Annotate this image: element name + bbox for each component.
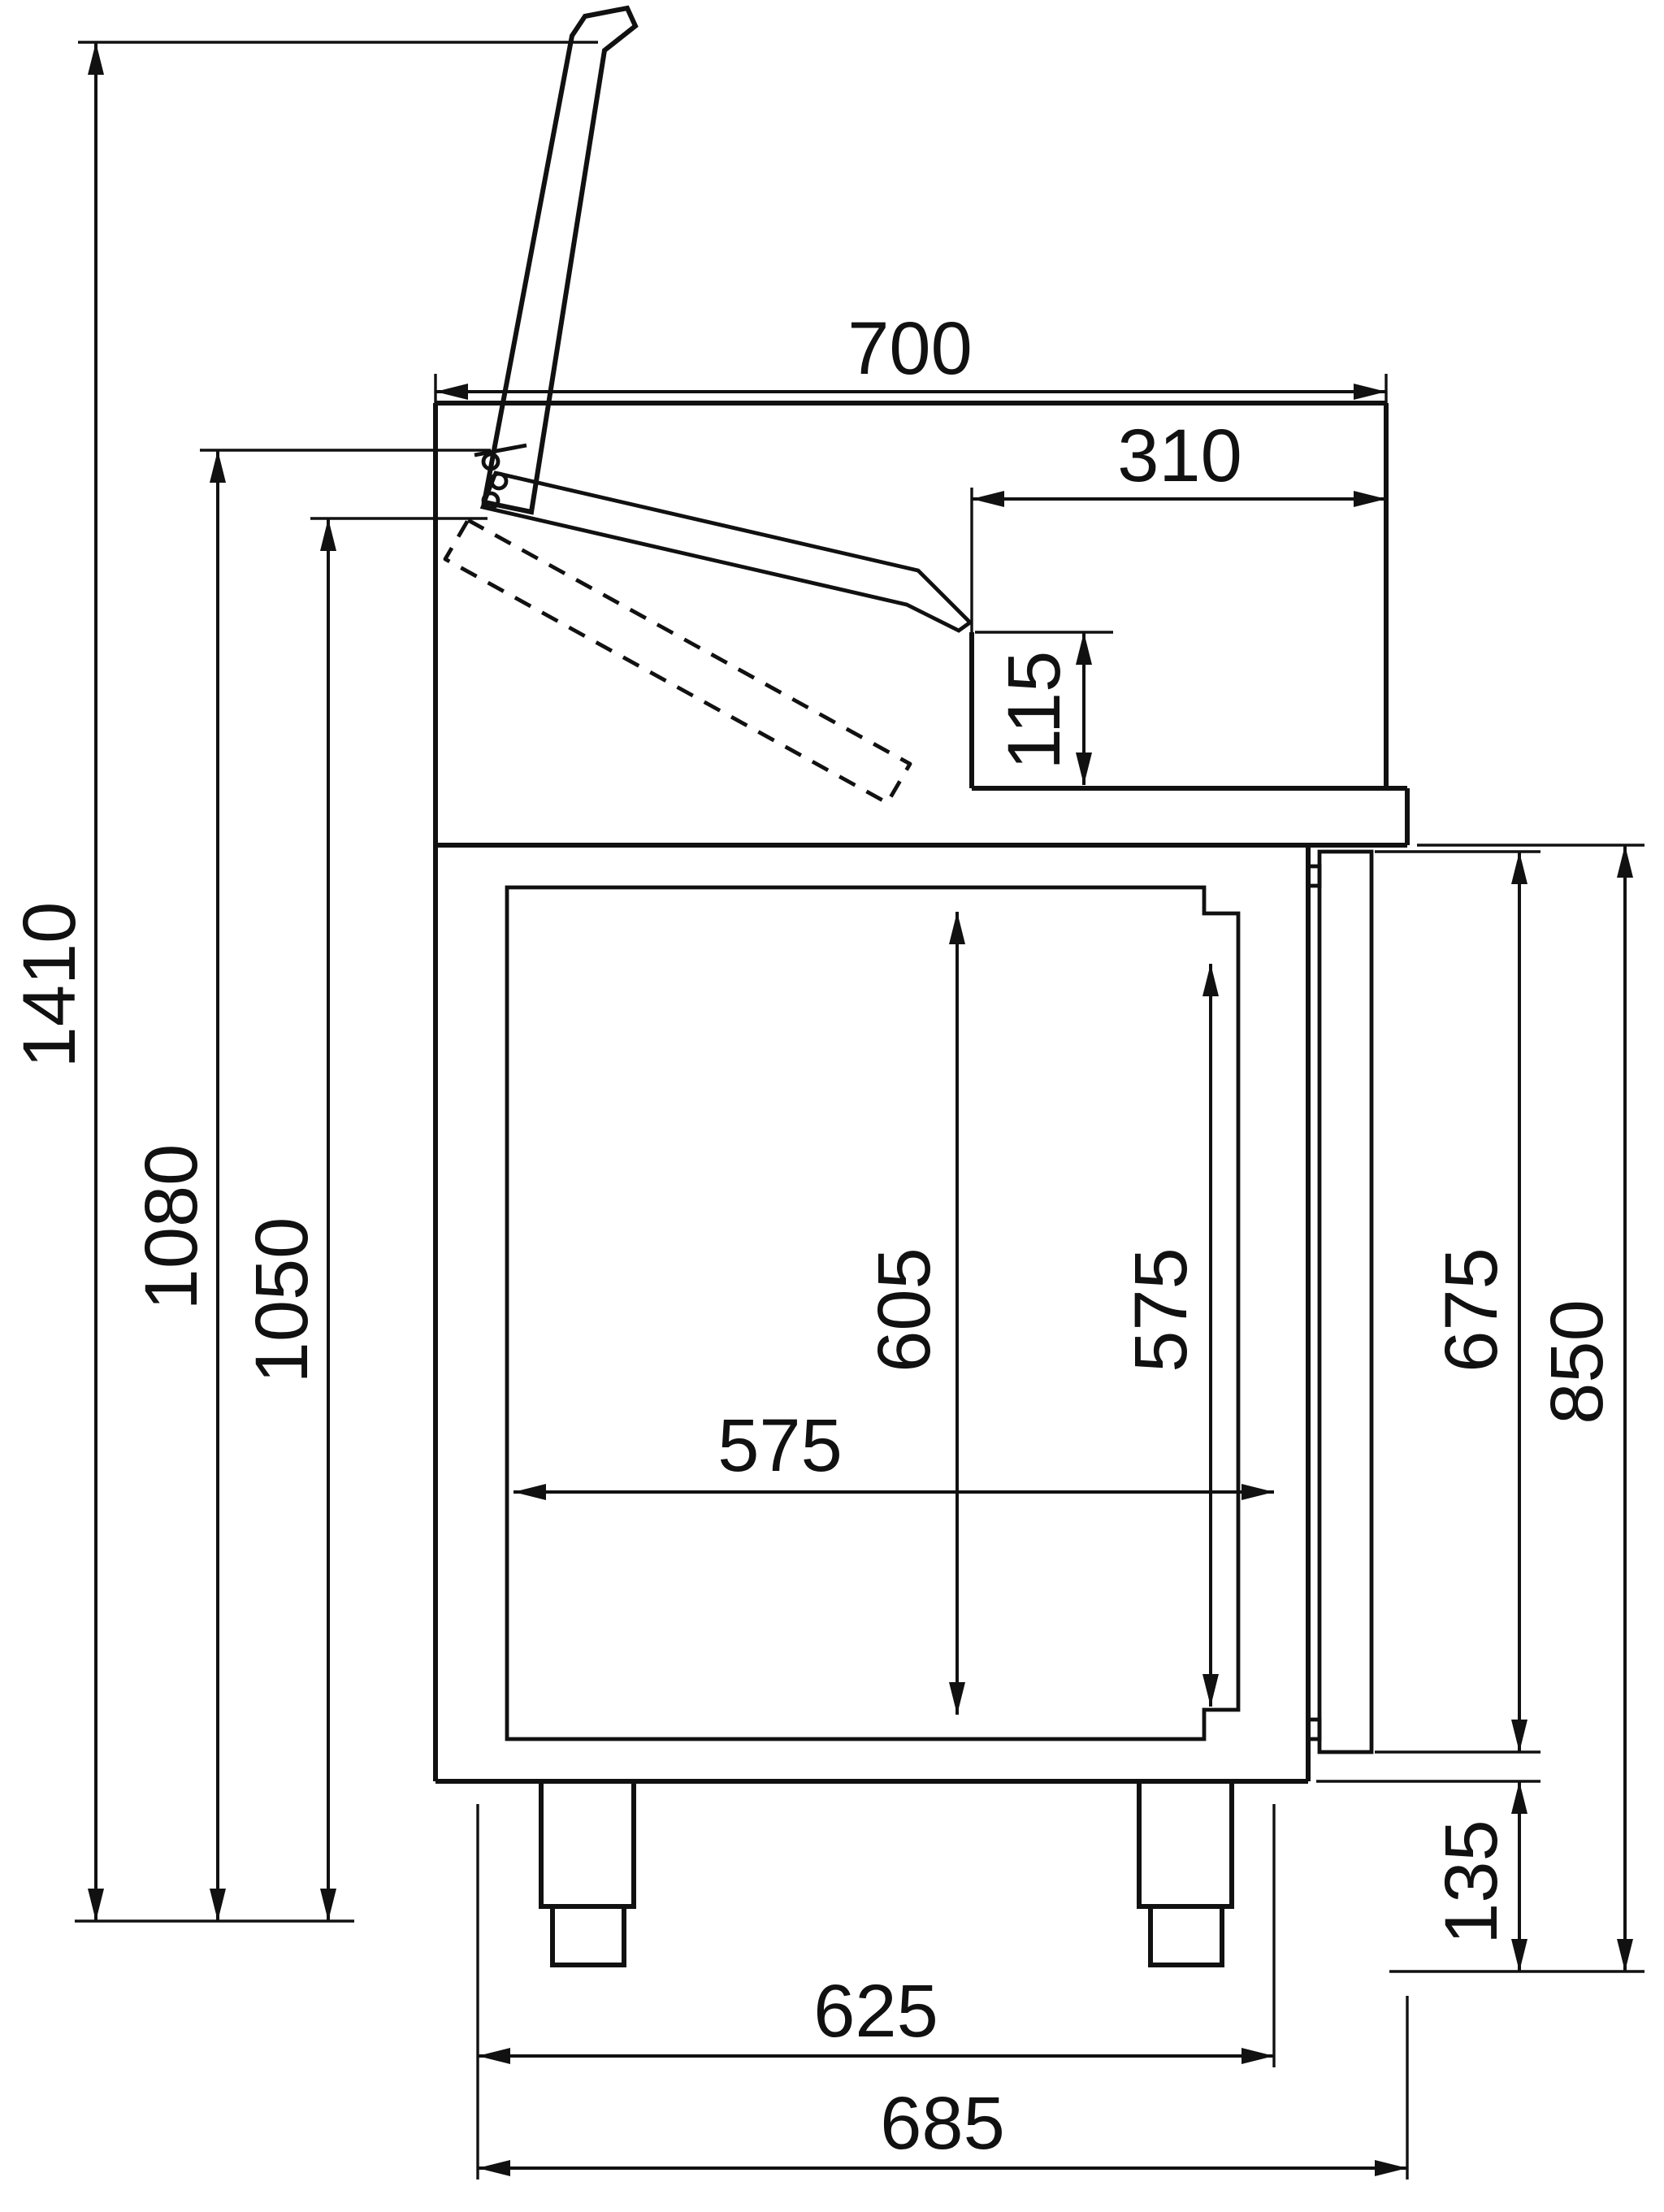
dimension-label: 1080 [130,1144,213,1311]
dimension-575-horizontal: 575 [514,1404,1274,1500]
lid-open-outline [481,5,639,515]
lid-closed-dashed [443,518,912,805]
lid-half-open [479,471,973,633]
dimension-625: 625 [476,1804,1276,2179]
hinge-screw-icon [489,471,509,491]
dimension-label: 115 [993,651,1076,770]
dimension-label: 675 [1430,1247,1513,1373]
rear-panel [1306,849,1374,1754]
dimension-115: 115 [975,631,1113,785]
hinge-detail [474,443,527,510]
dimension-1410: 1410 [8,41,598,1923]
dimension-135: 135 [1316,1780,1540,1971]
rear-panel-top-hinge [1306,864,1322,888]
dimension-label: 625 [813,1970,938,2053]
counter-outline [433,401,1410,1781]
right-foot [1137,1779,1234,1967]
left-foot-upper [539,1779,636,1909]
dimension-label: 575 [1120,1247,1202,1373]
dimension-605: 605 [863,912,965,1715]
left-foot [539,1779,636,1967]
dimension-575-vertical: 575 [1120,964,1219,1707]
dimension-700: 700 [434,307,1388,403]
hinge-bracket [474,443,527,458]
dimension-label: 310 [1117,414,1242,497]
rear-panel-outline [1317,849,1374,1754]
door-panel [505,885,1241,1741]
dimension-label: 685 [880,2082,1005,2165]
lid-half-open-outline [479,471,973,633]
dimension-310: 310 [970,414,1386,632]
rear-panel-bottom-hinge [1306,1717,1322,1741]
right-foot-upper [1137,1779,1234,1909]
dimension-850: 850 [1389,844,1644,1973]
dimension-label: 1050 [240,1217,323,1384]
dimension-label: 700 [847,307,973,390]
dimension-label: 850 [1536,1299,1618,1425]
hinge-screw-icon [481,452,500,471]
dimension-675: 675 [1375,850,1540,1754]
dimension-label: 1410 [8,902,91,1069]
dimension-1050: 1050 [240,517,488,1921]
left-foot-lower [550,1904,626,1967]
dimension-label: 605 [863,1247,946,1373]
dimension-label: 575 [717,1404,843,1487]
dimension-1080: 1080 [130,449,491,1921]
hinge-screw-icon [481,491,500,510]
dimension-685: 685 [478,1996,1409,2179]
lid-open [481,5,639,515]
dimension-label: 135 [1430,1819,1513,1945]
right-foot-lower [1148,1904,1224,1967]
lid-closed-outline [443,518,912,805]
